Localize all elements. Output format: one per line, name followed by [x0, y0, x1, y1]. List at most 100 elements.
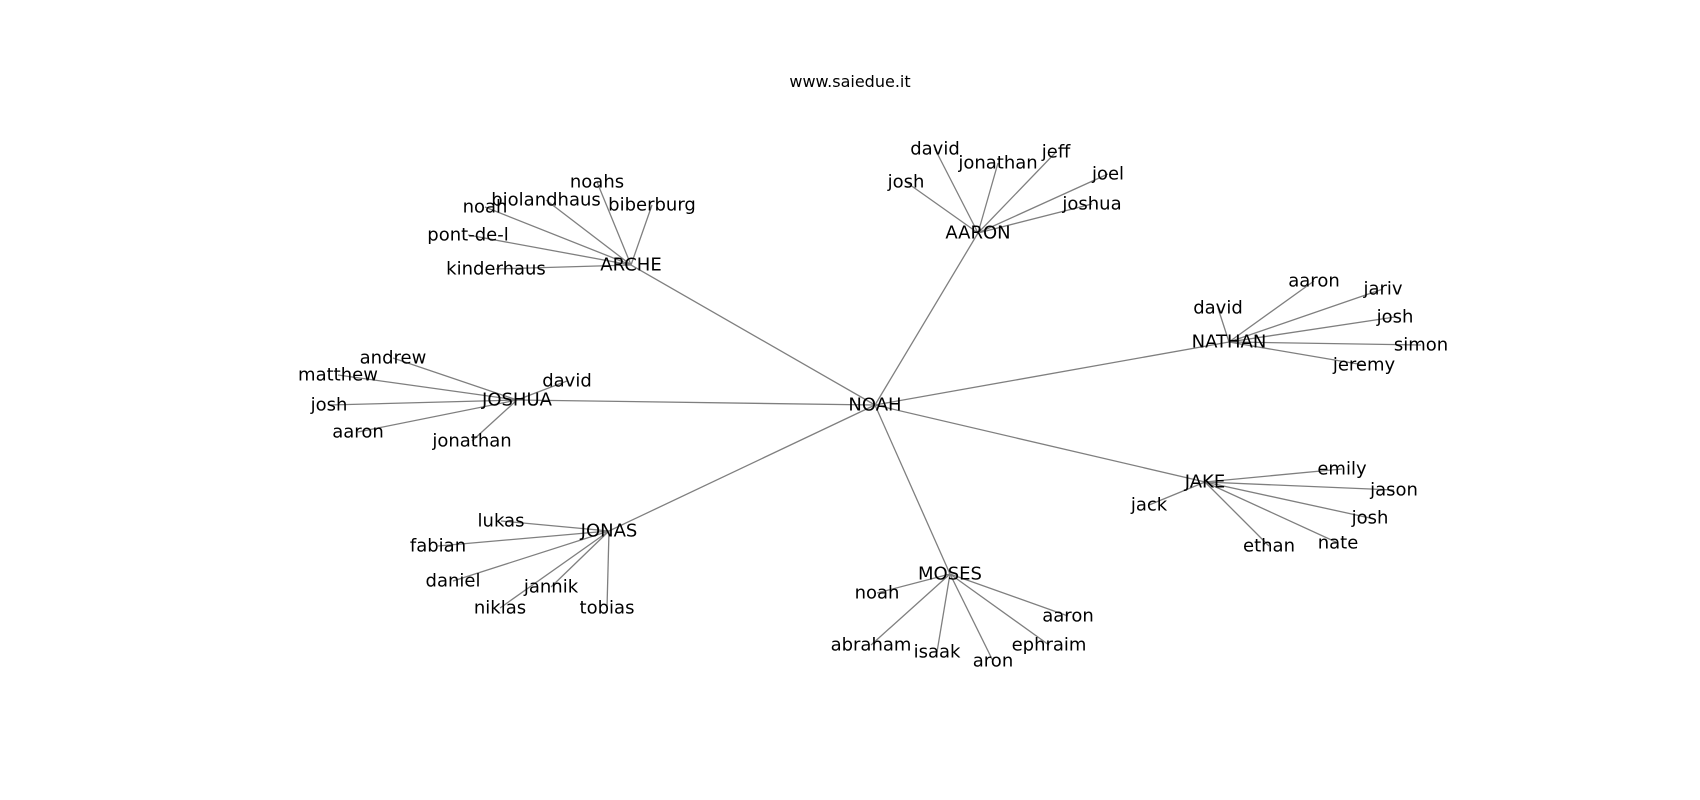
edge-arche-noah	[484, 206, 632, 266]
edge-root-jake	[874, 404, 1206, 483]
node-moses-aaron: aaron	[1042, 606, 1094, 627]
node-jonas-tobias: tobias	[580, 598, 635, 619]
node-jonas-niklas: niklas	[474, 598, 526, 619]
root-node-noah: NOAH	[848, 395, 901, 416]
edge-nathan-josh	[1228, 316, 1396, 343]
edge-jake-jason	[1204, 481, 1395, 491]
edge-nathan-jariv	[1228, 288, 1384, 343]
node-nathan-simon: simon	[1394, 335, 1448, 356]
edge-aaron-jonathan	[977, 162, 999, 234]
node-joshua-jonathan: jonathan	[431, 431, 511, 452]
node-jonas-lukas: lukas	[478, 511, 525, 532]
hub-node-moses: MOSES	[918, 564, 982, 585]
edge-nathan-aaron	[1228, 280, 1315, 343]
node-moses-isaak: isaak	[914, 642, 961, 663]
node-arche-biberburg: biberburg	[608, 195, 696, 216]
node-arche-biolandhaus: biolandhaus	[491, 190, 601, 211]
edge-moses-abraham	[870, 573, 951, 646]
edge-nathan-simon	[1228, 341, 1422, 346]
node-moses-noah: noah	[855, 583, 900, 604]
node-moses-aron: aron	[973, 651, 1013, 672]
edge-moses-ephraim	[949, 573, 1050, 646]
edge-joshua-josh	[328, 399, 518, 406]
hub-node-arche: ARCHE	[600, 255, 661, 276]
node-arche-kinderhaus: kinderhaus	[446, 259, 546, 280]
edge-root-jonas	[608, 404, 876, 532]
node-arche-noah: noah	[463, 197, 508, 218]
node-joshua-josh: josh	[310, 395, 348, 416]
edge-jonas-jannik	[550, 530, 610, 588]
hub-node-jake: JAKE	[1184, 472, 1225, 493]
node-nathan-aaron: aaron	[1288, 271, 1340, 292]
node-moses-abraham: abraham	[831, 635, 912, 656]
edge-moses-isaak	[936, 573, 951, 653]
edge-root-aaron	[874, 232, 979, 406]
node-joshua-aaron: aaron	[332, 422, 384, 443]
edge-joshua-matthew	[337, 374, 518, 401]
edge-jonas-lukas	[500, 520, 610, 532]
edge-jake-jack	[1148, 481, 1206, 506]
edge-jake-ethan	[1204, 481, 1270, 547]
edge-aaron-joshua	[977, 203, 1093, 234]
edge-moses-aaron	[949, 573, 1069, 617]
edge-root-joshua	[516, 399, 876, 406]
node-aaron-joshua: joshua	[1061, 194, 1121, 215]
edge-root-nathan	[874, 341, 1230, 406]
node-nathan-josh: josh	[1376, 307, 1414, 328]
edge-arche-biberburg	[630, 204, 653, 266]
edge-jonas-niklas	[499, 530, 610, 609]
node-jake-nate: nate	[1318, 533, 1359, 554]
edge-root-moses	[874, 404, 951, 575]
node-aaron-joel: joel	[1091, 164, 1124, 185]
edge-arche-biolandhaus	[545, 199, 632, 266]
edge-joshua-aaron	[357, 399, 518, 433]
edge-jake-emily	[1204, 468, 1343, 483]
node-jake-jason: jason	[1369, 480, 1418, 501]
edge-nathan-david	[1217, 307, 1230, 343]
node-arche-noahs: noahs	[570, 172, 624, 193]
edge-arche-noahs	[596, 181, 632, 266]
edge-aaron-jeff	[977, 151, 1057, 234]
node-arche-pont-de-l: pont-de-l	[427, 225, 508, 246]
node-jake-jack: jack	[1130, 495, 1168, 516]
node-joshua-david: david	[542, 371, 592, 392]
node-joshua-matthew: matthew	[298, 365, 378, 386]
edges-layer	[328, 148, 1422, 662]
node-aaron-jonathan: jonathan	[957, 153, 1037, 174]
graph-title: www.saiedue.it	[789, 72, 910, 91]
edge-jonas-tobias	[606, 530, 610, 609]
node-nathan-jeremy: jeremy	[1332, 355, 1396, 376]
edge-jake-josh	[1204, 481, 1371, 519]
node-aaron-jeff: jeff	[1041, 142, 1071, 163]
node-aaron-josh: josh	[887, 172, 925, 193]
node-jake-ethan: ethan	[1243, 536, 1295, 557]
hub-node-joshua: JOSHUA	[481, 390, 553, 411]
edge-joshua-andrew	[392, 357, 518, 401]
edge-aaron-josh	[905, 181, 979, 234]
hub-node-aaron: AARON	[945, 223, 1010, 244]
node-jonas-fabian: fabian	[410, 536, 466, 557]
edge-aaron-david	[934, 148, 979, 234]
edge-jonas-daniel	[452, 530, 610, 582]
edge-moses-noah	[876, 573, 951, 594]
edge-aaron-joel	[977, 173, 1109, 234]
node-aaron-david: david	[910, 139, 960, 160]
edge-jonas-fabian	[437, 530, 610, 547]
hub-node-jonas: JONAS	[580, 521, 638, 542]
edge-jake-nate	[1204, 481, 1339, 544]
edge-root-arche	[630, 264, 876, 406]
edge-arche-pont-de-l	[467, 234, 632, 266]
edge-moses-aron	[949, 573, 994, 662]
node-jake-josh: josh	[1351, 508, 1389, 529]
edge-nathan-jeremy	[1228, 341, 1365, 366]
node-moses-ephraim: ephraim	[1012, 635, 1087, 656]
hub-node-nathan: NATHAN	[1192, 332, 1267, 353]
edge-arche-kinderhaus	[495, 264, 632, 270]
node-nathan-jariv: jariv	[1362, 279, 1402, 300]
node-jonas-jannik: jannik	[523, 577, 579, 598]
node-joshua-andrew: andrew	[360, 348, 427, 369]
node-nathan-david: david	[1193, 298, 1243, 319]
node-jake-emily: emily	[1317, 459, 1367, 480]
